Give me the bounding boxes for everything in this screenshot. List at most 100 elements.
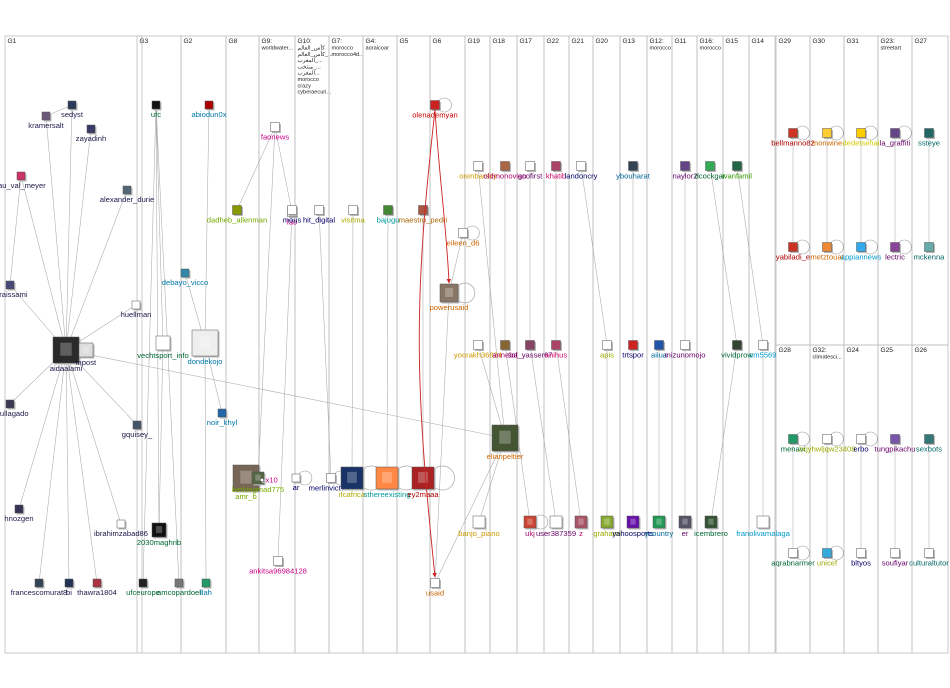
node-oldmonovian[interactable]: oldmonovian — [483, 161, 527, 181]
node-inpost[interactable]: inpost — [76, 342, 97, 367]
node-erraissami[interactable]: erraissami — [0, 280, 28, 299]
node-orenbarsky[interactable]: orenbarsky — [459, 161, 497, 181]
node-erbo[interactable]: erbo — [853, 434, 869, 454]
node-hnozgen[interactable]: hnozgen — [4, 504, 34, 523]
node-apis[interactable]: apis — [600, 340, 614, 360]
node-sthereexisting[interactable]: sthereexisting — [364, 466, 411, 499]
node-zayadinh[interactable]: zayadinh — [76, 124, 106, 143]
node-ankitsa96984128[interactable]: ankitsa96984128 — [249, 556, 307, 576]
node-faonews[interactable]: faonews — [261, 122, 289, 142]
node-francescomurat8[interactable]: francescomurat8 — [11, 578, 68, 597]
node-vividprow[interactable]: vividprow — [721, 340, 753, 360]
node-ssteye[interactable]: ssteye — [918, 128, 940, 148]
node-grahami[interactable]: grahami — [593, 515, 621, 538]
node-yabiladi_e[interactable]: yabiladi_e — [776, 242, 810, 262]
node-usaid[interactable]: usaid — [426, 578, 444, 598]
node-llah[interactable]: llah — [200, 578, 212, 597]
node-alexander_durie[interactable]: alexander_durie — [100, 185, 154, 204]
node-cm5569[interactable]: cm5569 — [749, 340, 777, 360]
node-bltyos[interactable]: bltyos — [851, 548, 871, 568]
node-powerusaid[interactable]: powerusaid — [430, 283, 469, 312]
node-trtspor[interactable]: trtspor — [622, 340, 644, 360]
node-sedyst[interactable]: sedyst — [61, 100, 84, 119]
node-mous[interactable]: mous — [283, 205, 302, 225]
node-ifcafrica[interactable]: ifcafrica — [339, 466, 366, 499]
node-merlinvict758[interactable]: merlinvict758 — [309, 473, 354, 493]
node-label: apis — [600, 351, 614, 360]
node-visitma[interactable]: visitma — [341, 205, 366, 225]
node-yahoosports[interactable]: yahoosports — [612, 515, 654, 538]
node-bi[interactable]: bi — [64, 578, 75, 597]
node-doullagado[interactable]: doullagado — [0, 399, 29, 418]
node-abiodun0x[interactable]: abiodun0x — [191, 100, 227, 119]
node-dondekojo[interactable]: dondekojo — [187, 329, 223, 366]
node-aqrabnarmer[interactable]: aqrabnarmer — [771, 548, 815, 568]
node-metztouat[interactable]: metztouat — [810, 242, 845, 262]
node-icembrero[interactable]: icembrero — [694, 515, 728, 538]
node-banjo_piano[interactable]: banjo_piano — [458, 515, 500, 538]
node-noir_khyl[interactable]: noir_khyl — [207, 408, 238, 427]
group-label: G32: — [813, 347, 827, 354]
node-khatib[interactable]: khatib — [546, 161, 566, 181]
node-sof_yasser67[interactable]: sof_yasser67 — [507, 340, 553, 360]
node-mckenna[interactable]: mckenna — [914, 242, 946, 262]
node-2030maghrib[interactable]: 2030maghrib — [137, 522, 181, 547]
node-dedetsehai[interactable]: dedetsehai — [842, 128, 880, 148]
node-unicef[interactable]: unicef — [817, 548, 838, 568]
node-hit_digital[interactable]: hit_digital — [303, 205, 335, 225]
node-tungpikachu[interactable]: tungpikachu — [875, 434, 916, 454]
node-elianpeltier[interactable]: elianpeltier — [487, 424, 524, 461]
node-landoncry[interactable]: landoncry — [565, 161, 598, 181]
node-thawra1804[interactable]: thawra1804 — [77, 578, 117, 597]
node-x10[interactable]: x10 — [260, 476, 278, 485]
node-ufceurope[interactable]: ufceurope — [126, 578, 160, 597]
node-appiannews[interactable]: appiannews — [841, 242, 882, 262]
node-mizunomojo[interactable]: mizunomojo — [665, 340, 706, 360]
node-soufiyar[interactable]: soufiyar — [882, 548, 909, 568]
node-aidaalami[interactable]: aidaalami — [50, 336, 83, 373]
node-kramersalt[interactable]: kramersalt — [28, 111, 65, 130]
node-ybouharat[interactable]: ybouharat — [616, 161, 651, 181]
node-label: faonews — [261, 133, 289, 142]
node-zxjyhwljqw23408[interactable]: zxjyhwljqw23408 — [799, 434, 856, 454]
node-er[interactable]: er — [678, 515, 693, 538]
node-franolivamalaga[interactable]: franolivamalaga — [736, 515, 791, 538]
node-lectric[interactable]: lectric — [885, 242, 905, 262]
node-aiiua[interactable]: aiiua — [651, 340, 668, 360]
node-anneba[interactable]: anneba — [492, 340, 518, 360]
node-menavi[interactable]: menavi — [781, 434, 806, 454]
node-lau_val_meyer[interactable]: lau_val_meyer — [0, 171, 46, 190]
node-gquisey_[interactable]: gquisey_ — [122, 420, 153, 439]
node-culturaltutor[interactable]: culturaltutor — [909, 548, 949, 568]
node-vechtsport_info[interactable]: vechtsport_info — [137, 335, 189, 360]
node-naylor2[interactable]: naylor2 — [673, 161, 698, 181]
node-bajugu[interactable]: bajugu — [377, 205, 400, 225]
node-ycountry[interactable]: ycountry — [645, 515, 674, 538]
node-ufc[interactable]: ufc — [151, 100, 162, 119]
node-gcofirst[interactable]: gcofirst — [518, 161, 543, 181]
node-ey2maaa[interactable]: ey2maaa — [407, 466, 439, 499]
node-amcopardoel[interactable]: amcopardoel — [157, 578, 201, 597]
node-monwine[interactable]: monwine — [812, 128, 842, 148]
node-label: doullagado — [0, 409, 29, 418]
node-user387359[interactable]: user387359 — [536, 515, 576, 538]
node-dcockgar[interactable]: dcockgar — [695, 161, 726, 181]
node-bellmanno82[interactable]: bellmanno82 — [771, 128, 815, 148]
node-dadheb_allenman[interactable]: dadheb_allenman — [207, 205, 267, 225]
node-maestro_pedri[interactable]: maestro_pedri — [399, 205, 448, 225]
node-ibrahimzabad86[interactable]: ibrahimzabad86 — [94, 519, 148, 538]
node-label: erraissami — [0, 290, 28, 299]
node-label: mous — [283, 216, 302, 225]
node-z[interactable]: z — [574, 515, 589, 538]
node-sexbots[interactable]: sexbots — [916, 434, 942, 454]
node-anihus[interactable]: anihus — [545, 340, 568, 360]
node-ar[interactable]: ar — [291, 473, 302, 492]
node-huellman[interactable]: huellman — [121, 300, 152, 319]
node-debayo_vicco[interactable]: debayo_vicco — [162, 268, 208, 287]
node-ukj[interactable]: ukj — [523, 515, 538, 538]
node-eileen_d6[interactable]: eileen_d6 — [447, 228, 480, 248]
node-la_graffiti[interactable]: la_graffiti — [880, 128, 911, 148]
node-ivanfamil[interactable]: ivanfamil — [722, 161, 752, 181]
node-avatar — [439, 283, 459, 303]
node-yoorakh36824[interactable]: yoorakh36824 — [454, 340, 502, 360]
